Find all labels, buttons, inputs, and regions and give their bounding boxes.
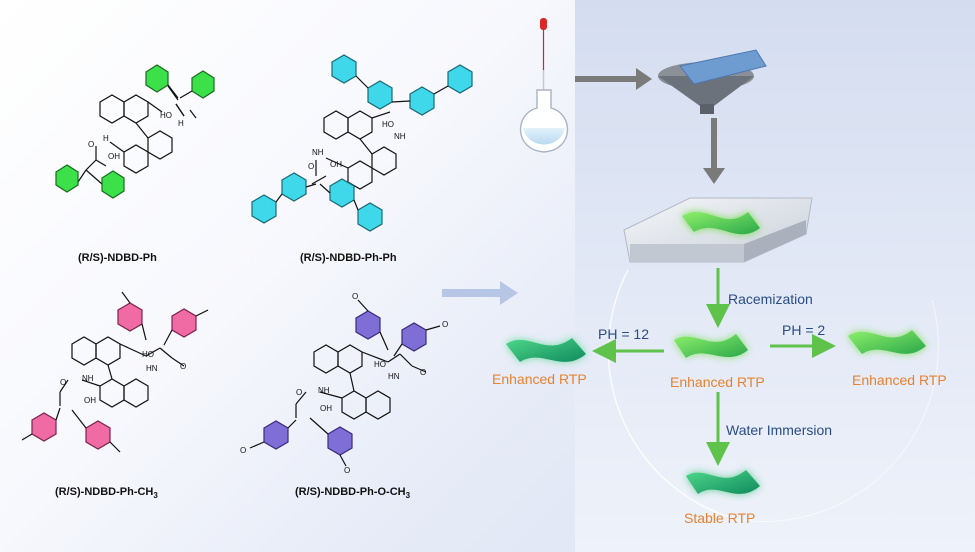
film-right: [848, 330, 926, 354]
atom-label: O: [420, 368, 427, 377]
atom-label: OH: [84, 396, 96, 405]
decorative-arc-right: [739, 299, 939, 523]
atom-label: OH: [320, 404, 332, 413]
flask-with-dropper: [519, 18, 569, 153]
atom-label: O: [352, 292, 359, 301]
glass-plate: [623, 197, 813, 263]
atom-label: H: [178, 119, 184, 128]
decorative-arc: [607, 269, 741, 521]
racemization-label: Racemization: [728, 291, 813, 307]
step-arrow-down: [703, 118, 725, 184]
film-bottom: [686, 470, 760, 494]
result-right-label: Enhanced RTP: [852, 372, 947, 388]
molecule-ndbd-ph-ch3: [21, 291, 209, 453]
result-left-label: Enhanced RTP: [492, 371, 587, 387]
ph2-label: PH = 2: [782, 322, 826, 338]
atom-label: NH: [318, 386, 330, 395]
step-arrow-right: [575, 68, 652, 90]
film-left: [506, 338, 586, 362]
atom-label: O: [180, 362, 187, 371]
atom-label: O: [308, 162, 315, 171]
process-panel-background: [575, 0, 975, 552]
atom-label: HN: [146, 364, 158, 373]
atom-label: O: [296, 388, 303, 397]
atom-label: NH: [394, 132, 406, 141]
atom-label: O: [442, 320, 449, 329]
molecule-ndbd-ph: [55, 64, 215, 199]
molecule-ndbd-ph-o-ch3: [249, 299, 441, 467]
result-bottom-label: Stable RTP: [684, 510, 756, 526]
atom-label: NH: [82, 374, 94, 383]
molecule-label-ndbd-ph-ph: (R/S)-NDBD-Ph-Ph: [300, 252, 397, 264]
atom-label: HO: [374, 360, 386, 369]
molecule-label-ndbd-ph: (R/S)-NDBD-Ph: [78, 252, 157, 264]
atom-label: OH: [108, 152, 120, 161]
atom-label: HN: [388, 372, 400, 381]
water-immersion-label: Water Immersion: [726, 422, 833, 438]
molecule-ndbd-ph-ph: [251, 54, 473, 232]
atom-label: OH: [330, 160, 342, 169]
atom-label: O: [88, 140, 95, 149]
atom-label: O: [60, 378, 67, 387]
atom-label: H: [103, 134, 109, 143]
atom-label: NH: [312, 148, 324, 157]
molecules-to-process-arrow: [442, 281, 518, 305]
atom-label: HO: [382, 120, 394, 129]
molecule-label-ndbd-ph-o-ch3: (R/S)-NDBD-Ph-O-CH3: [295, 486, 411, 501]
atom-label: HO: [160, 111, 172, 120]
ph12-label: PH = 12: [598, 326, 649, 342]
atom-label: O: [344, 466, 351, 475]
result-center-label: Enhanced RTP: [670, 374, 765, 390]
atom-label: O: [240, 446, 247, 455]
film-center: [674, 334, 748, 358]
filter-funnel: [658, 49, 767, 114]
atom-label: HO: [142, 350, 154, 359]
molecule-label-ndbd-ph-ch3: (R/S)-NDBD-Ph-CH3: [55, 486, 158, 501]
